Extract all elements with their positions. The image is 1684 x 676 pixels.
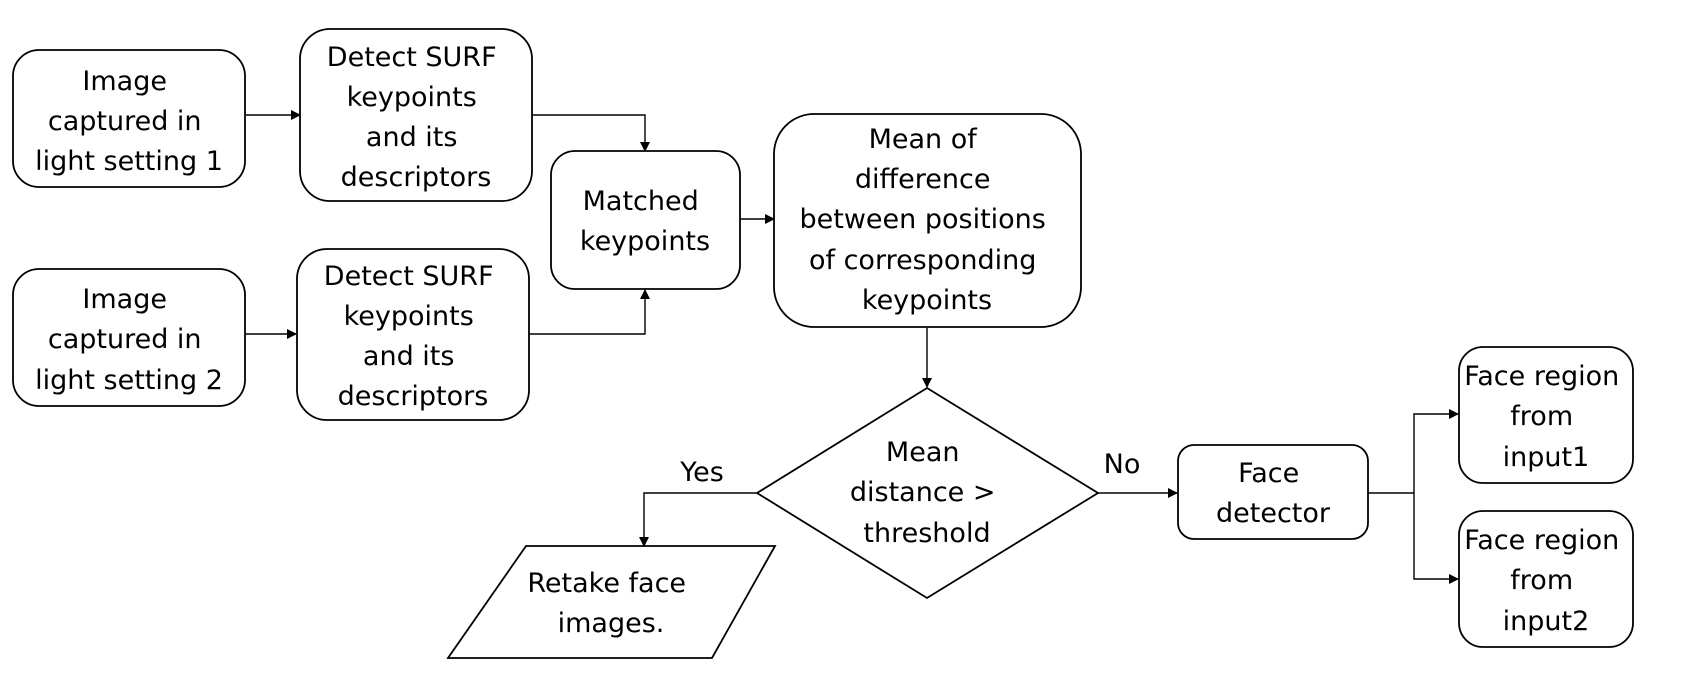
node-surf1-box <box>299 28 533 202</box>
connectors <box>246 110 1459 584</box>
node-matched-box <box>550 150 741 290</box>
label-mean: Mean of difference between positions of … <box>800 124 1055 316</box>
label-decision: Mean distance > threshold <box>850 437 1004 549</box>
node-decision-diamond <box>755 386 1100 600</box>
nodes <box>12 28 1634 659</box>
node-region2-box <box>1458 510 1634 648</box>
arrow-to-region2 <box>1413 493 1459 584</box>
node-retake-parallelogram <box>446 545 777 659</box>
arrow-surf2-to-matched <box>529 289 650 335</box>
label-matched: Matched keypoints <box>580 186 710 257</box>
label-image2: Image captured in light setting 2 <box>35 284 223 396</box>
label-surf2: Detect SURF keypoints and its descriptor… <box>324 261 502 412</box>
node-image2-box <box>12 268 246 407</box>
node-surf2-box <box>296 248 530 421</box>
label-region2: Face region from input2 <box>1464 525 1628 637</box>
node-detector-box <box>1177 444 1369 540</box>
node-region1-box <box>1458 346 1634 484</box>
arrow-decision-to-retake <box>639 492 757 547</box>
node-image1-box <box>12 49 246 188</box>
label-region1: Face region from input1 <box>1464 361 1628 473</box>
label-surf1: Detect SURF keypoints and its descriptor… <box>327 42 505 193</box>
arrow-surf1-to-matched <box>532 114 650 152</box>
edge-label-no: No <box>1104 449 1141 480</box>
label-image1: Image captured in light setting 1 <box>35 66 223 177</box>
node-labels: Image captured in light setting 1 Detect… <box>35 42 1628 639</box>
arrow-to-region1 <box>1413 409 1459 493</box>
node-mean-box <box>773 113 1082 328</box>
edge-label-yes: Yes <box>679 457 724 488</box>
label-detector: Face detector <box>1216 458 1331 529</box>
label-retake: Retake face images. <box>527 568 694 639</box>
